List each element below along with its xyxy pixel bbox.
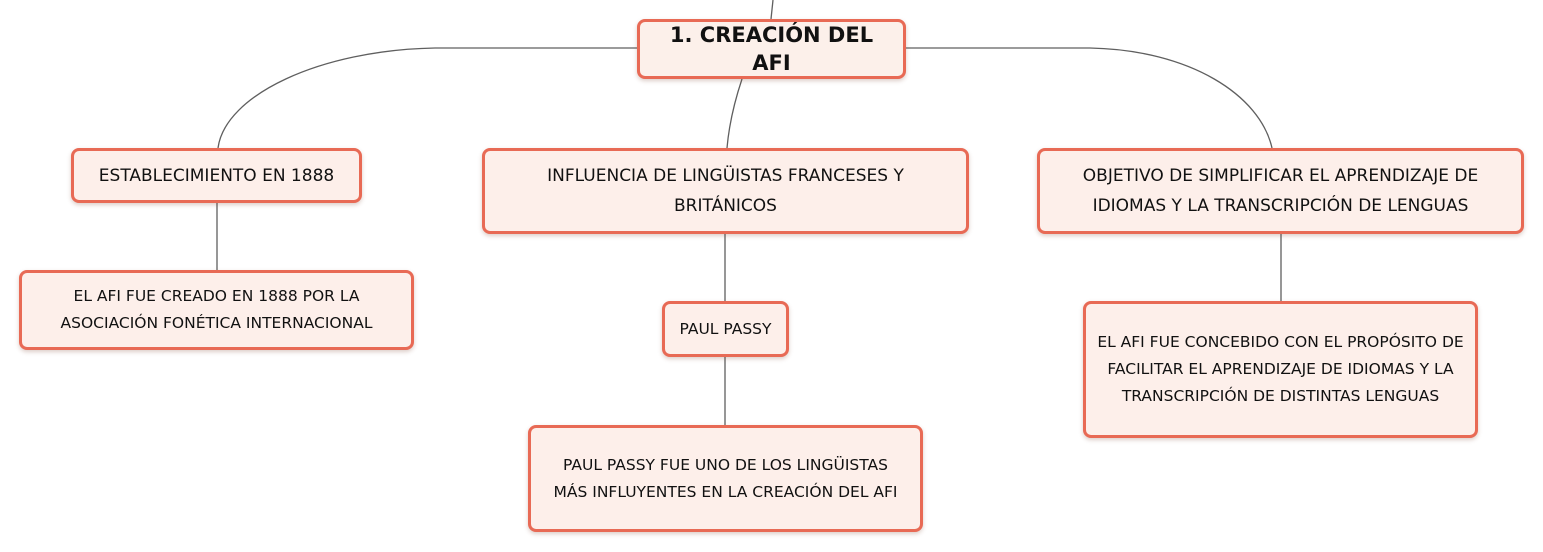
detail-node-creado[interactable]: EL AFI FUE CREADO EN 1888 POR LA ASOCIAC… — [19, 270, 414, 350]
connector-root-to-branch-1 — [217, 47, 639, 149]
subbranch-node-label: PAUL PASSY — [679, 319, 772, 338]
root-node-label: 1. CREACIÓN DEL AFI — [669, 23, 874, 75]
detail-node-label: PAUL PASSY FUE UNO DE LOS LINGÜISTAS MÁS… — [553, 455, 898, 501]
detail-node-concebido[interactable]: EL AFI FUE CONCEBIDO CON EL PROPÓSITO DE… — [1083, 301, 1478, 438]
detail-node-label: EL AFI FUE CONCEBIDO CON EL PROPÓSITO DE… — [1097, 333, 1464, 405]
branch-node-label: INFLUENCIA DE LINGÜISTAS FRANCESES Y BRI… — [547, 166, 904, 216]
root-node[interactable]: 1. CREACIÓN DEL AFI — [637, 19, 906, 79]
connector-parent-to-root — [770, 0, 774, 20]
connector-root-to-branch-2 — [726, 78, 743, 149]
detail-node-label: EL AFI FUE CREADO EN 1888 POR LA ASOCIAC… — [60, 287, 373, 332]
detail-node-paul-passy[interactable]: PAUL PASSY FUE UNO DE LOS LINGÜISTAS MÁS… — [528, 425, 923, 532]
branch-node-establecimiento[interactable]: ESTABLECIMIENTO EN 1888 — [71, 148, 362, 203]
branch-node-label: OBJETIVO DE SIMPLIFICAR EL APRENDIZAJE D… — [1082, 166, 1479, 216]
subbranch-node-paul-passy[interactable]: PAUL PASSY — [662, 301, 789, 357]
branch-node-label: ESTABLECIMIENTO EN 1888 — [98, 165, 335, 186]
branch-node-objetivo[interactable]: OBJETIVO DE SIMPLIFICAR EL APRENDIZAJE D… — [1037, 148, 1524, 234]
connector-root-to-branch-3 — [906, 47, 1273, 149]
branch-node-influencia[interactable]: INFLUENCIA DE LINGÜISTAS FRANCESES Y BRI… — [482, 148, 969, 234]
